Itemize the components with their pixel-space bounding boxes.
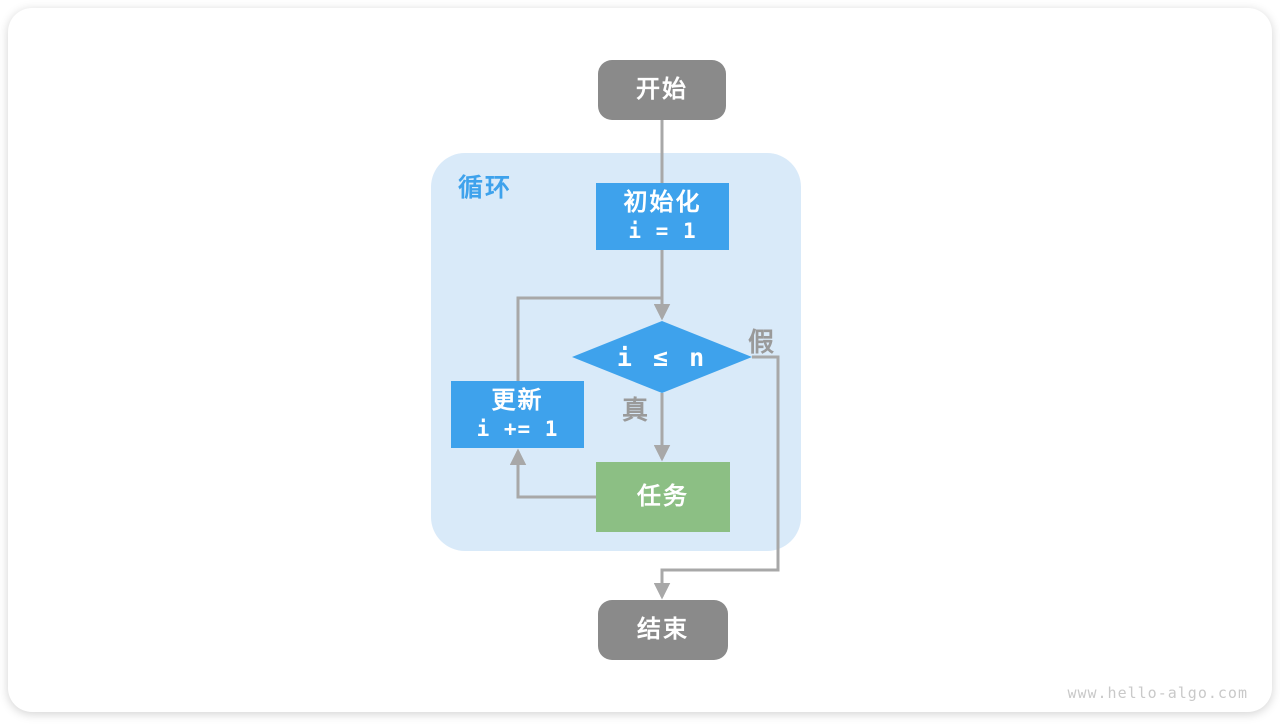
edge-task-to-update (509, 448, 598, 499)
start-node: 开始 (598, 60, 726, 120)
page-card: 循环 开始 初始化 i = 1 i ≤ n (8, 8, 1272, 712)
update-node-label: 更新 (491, 387, 544, 414)
init-node-code: i = 1 (628, 219, 697, 243)
flowchart-edges (509, 120, 780, 600)
condition-node-label: i ≤ n (616, 342, 708, 372)
loop-region-label: 循环 (458, 174, 513, 202)
update-node-code: i += 1 (476, 417, 559, 441)
update-node: 更新 i += 1 (451, 381, 584, 448)
start-node-label: 开始 (636, 76, 688, 103)
init-node: 初始化 i = 1 (596, 183, 729, 250)
watermark-text: www.hello-algo.com (1067, 684, 1248, 702)
edge-condition-to-end (653, 355, 780, 600)
branch-label-false: 假 (748, 327, 775, 357)
end-node-label: 结束 (637, 616, 689, 643)
task-node: 任务 (596, 462, 730, 532)
condition-diamond-shape (572, 321, 752, 393)
task-node-label: 任务 (637, 483, 689, 510)
flowchart-stage: 循环 开始 初始化 i = 1 i ≤ n (8, 8, 1280, 728)
edge-update-to-condition (516, 296, 662, 382)
branch-label-true: 真 (622, 395, 649, 425)
init-node-label: 初始化 (623, 189, 702, 216)
end-node: 结束 (598, 600, 728, 660)
